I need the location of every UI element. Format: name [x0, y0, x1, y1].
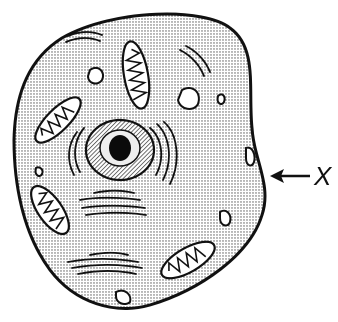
nucleus: [86, 120, 154, 180]
pointer-label: X: [313, 161, 333, 191]
pointer-arrow: [270, 169, 310, 183]
nucleolus: [109, 135, 131, 161]
